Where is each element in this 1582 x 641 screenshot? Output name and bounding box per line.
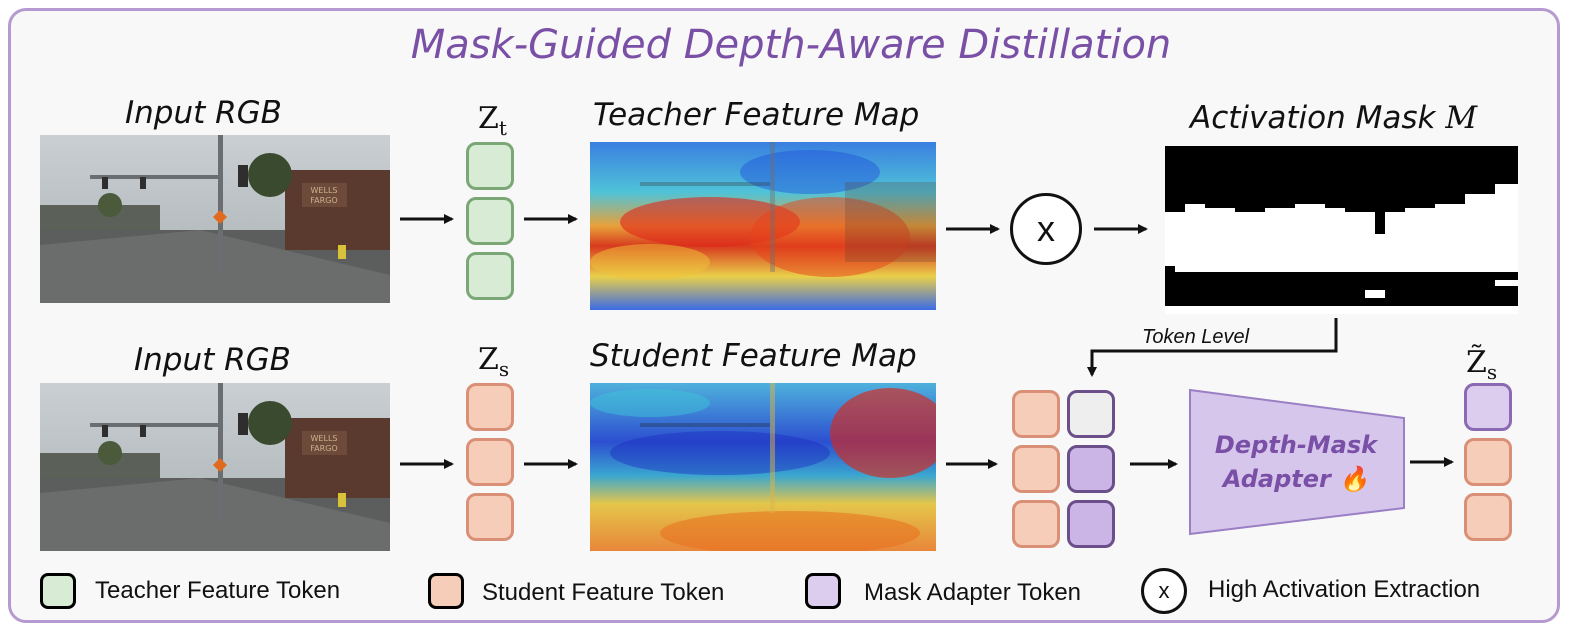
bottom-input-label: Input RGB [134, 342, 291, 378]
student-feature-map [590, 383, 936, 551]
teacher-feature-map [590, 142, 936, 310]
student-token-label: Zs [478, 342, 510, 381]
mask-adapter-token [1464, 383, 1512, 431]
mask-adapter-token [1067, 445, 1115, 493]
legend-student-label: Student Feature Token [482, 579, 725, 606]
teacher-token [466, 142, 514, 190]
student-token [1464, 438, 1512, 486]
student-token [1012, 390, 1060, 438]
diagram-title: Mask-Guided Depth-Aware Distillation [410, 22, 1172, 68]
activation-mask-label: Activation Mask M [1190, 100, 1478, 136]
legend-student-swatch [428, 573, 464, 609]
bank-sign-text-line1: WELLS [311, 434, 338, 443]
legend-x-circle-icon: x [1141, 568, 1187, 614]
legend-teacher-label: Teacher Feature Token [95, 577, 341, 604]
token-level-label: Token Level [1142, 326, 1250, 348]
teacher-token-label: Zt [478, 101, 507, 140]
high-activation-extraction-icon: x [1010, 193, 1082, 265]
bank-sign-shape [302, 431, 347, 455]
teacher-token [466, 252, 514, 300]
legend-mask-label: Mask Adapter Token [864, 579, 1082, 606]
output-token-label: Z̃s [1466, 345, 1498, 384]
student-token [1464, 493, 1512, 541]
depth-mask-adapter-shape [1189, 388, 1405, 536]
activation-mask-image [1165, 146, 1518, 314]
fire-icon: 🔥 [1339, 465, 1370, 493]
teacher-feature-label: Teacher Feature Map [593, 97, 920, 133]
student-token [1012, 500, 1060, 548]
bank-sign-text-line2: FARGO [310, 196, 337, 205]
teacher-token [466, 197, 514, 245]
top-input-image: WELLS FARGO [40, 135, 390, 303]
student-token [466, 438, 514, 486]
student-feature-label: Student Feature Map [590, 338, 917, 374]
masked-token-empty [1067, 390, 1115, 438]
legend-extraction-label: High Activation Extraction [1208, 576, 1481, 603]
legend-mask-swatch [805, 573, 841, 609]
mask-adapter-token [1067, 500, 1115, 548]
bottom-input-image: WELLS FARGO [40, 383, 390, 551]
bank-sign-text-line2: FARGO [310, 444, 337, 453]
student-token [1012, 445, 1060, 493]
bank-sign-shape [302, 183, 347, 207]
legend-teacher-swatch [40, 573, 76, 609]
student-token [466, 493, 514, 541]
bank-sign-text-line1: WELLS [311, 186, 338, 195]
student-token [466, 383, 514, 431]
depth-mask-adapter-label: Depth-Mask Adapter 🔥 [1214, 431, 1378, 493]
top-input-label: Input RGB [125, 95, 282, 131]
token-level-arrow-icon [1087, 318, 1338, 377]
